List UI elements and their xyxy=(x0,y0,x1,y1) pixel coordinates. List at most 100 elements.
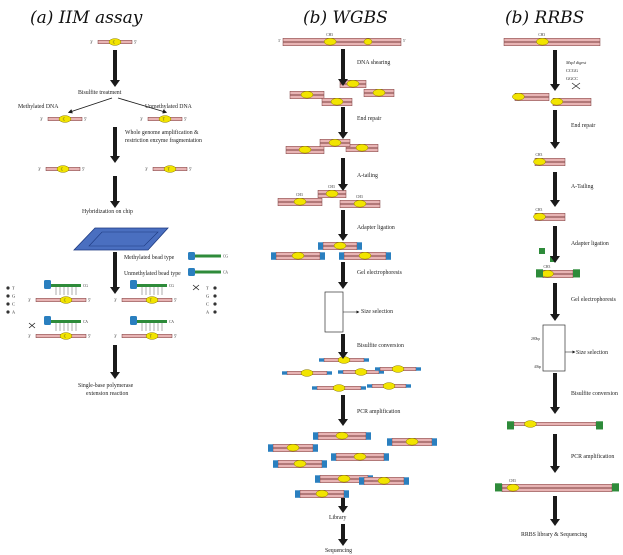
nucleotide-label: T xyxy=(206,286,209,291)
hybrid-target-strand: T3'5' xyxy=(114,296,177,304)
probe xyxy=(195,254,221,258)
adapter-right xyxy=(327,371,332,375)
end-label-5: 5' xyxy=(189,167,192,172)
step-sequencing: Sequencing xyxy=(325,548,352,554)
arrow-a-4-head xyxy=(110,287,120,294)
iim-amplified-c: C3'5' xyxy=(38,165,85,173)
cpg-site xyxy=(354,368,368,376)
iim-methylated-strand: C3'5' xyxy=(40,115,87,123)
label-methylated-dna: Methylated DNA xyxy=(18,104,59,110)
probe-base-label: CA xyxy=(83,320,88,324)
adapter-right xyxy=(364,358,369,362)
pcr-product xyxy=(273,460,327,468)
rrbs-converted xyxy=(507,420,603,430)
end-label-3: 3' xyxy=(28,298,31,303)
cpg-site xyxy=(405,438,419,446)
cpg-site xyxy=(346,80,360,88)
x-mark-right xyxy=(192,284,200,291)
arrow-b-5-head xyxy=(338,282,348,289)
arrow-b-3-head xyxy=(338,184,348,191)
site-label: T xyxy=(150,298,153,302)
adapter-left xyxy=(295,490,300,498)
adapter-right xyxy=(386,252,391,260)
step-bisulfite-treatment: Bisulfite treatment xyxy=(78,89,122,96)
site-label: C xyxy=(113,40,116,44)
cpg-site xyxy=(323,38,337,46)
probe xyxy=(51,320,81,323)
cpg-site xyxy=(59,332,73,340)
cpg-site xyxy=(315,490,329,498)
step-a-tailing: A-tailing xyxy=(357,173,378,179)
nucleotide-dot xyxy=(213,310,217,314)
cpg-site xyxy=(163,165,177,173)
ch3-label: CH3 xyxy=(544,265,551,269)
site-label: C xyxy=(64,334,67,338)
sheared-fragment xyxy=(321,98,353,106)
label-unmethylated-dna: Unmethylated DNA xyxy=(145,104,193,110)
adapter-right xyxy=(432,438,437,446)
pcr-product xyxy=(331,453,389,461)
cpg-site xyxy=(536,38,549,46)
arrow-a-3-head xyxy=(110,201,120,208)
cpg-site xyxy=(333,242,347,250)
adapter-right xyxy=(357,242,362,250)
adapter-right xyxy=(379,370,384,374)
ch3-label: CH3 xyxy=(536,153,543,157)
adapter-left xyxy=(315,475,320,483)
nucleotide-label: A xyxy=(12,310,16,315)
end-label-3: 3' xyxy=(28,334,31,339)
cpg-site xyxy=(291,252,305,260)
cpg-site xyxy=(337,356,351,364)
nucleotide-dot xyxy=(6,286,10,290)
panel-iim-assay: (a) IIM assay C3'5'C3'5'T3'5'C3'5'T3'5'C… xyxy=(6,8,228,397)
cpg-site xyxy=(335,432,349,440)
end-label-3: 3' xyxy=(38,167,41,172)
arrow-b-2-head xyxy=(338,132,348,139)
arrow-a-2-head xyxy=(110,156,120,163)
arrow-a-split-right xyxy=(117,97,168,114)
end-label-5: 5' xyxy=(184,117,187,122)
adapter-right xyxy=(404,477,409,485)
hybrid-target-strand: C3'5' xyxy=(28,296,91,304)
nucleotide-dot xyxy=(213,302,217,306)
adapter-left xyxy=(313,432,318,440)
bead xyxy=(130,316,137,325)
adapter-right xyxy=(361,386,366,390)
nucleotide-label: C xyxy=(12,302,15,307)
probe-base-label: CA xyxy=(169,320,174,324)
site-label: T xyxy=(163,117,166,121)
arrow-c-2-head xyxy=(550,142,560,149)
site-label: C xyxy=(63,117,66,121)
cpg-site xyxy=(337,475,351,483)
cpg-site xyxy=(58,115,72,123)
cpg-site xyxy=(286,444,300,452)
msp1-cut-mark xyxy=(571,82,581,90)
probe-base-label: CG xyxy=(169,284,174,288)
bead xyxy=(44,316,51,325)
panel-b-title: (b) WGBS xyxy=(303,8,388,28)
cpg-site xyxy=(293,198,307,206)
adapter-right xyxy=(406,384,411,388)
hybrid-target-strand: C3'5' xyxy=(28,332,91,340)
adapter-green-left xyxy=(495,483,502,492)
cpg-site xyxy=(506,484,520,492)
arrow-c-8-head xyxy=(550,519,560,526)
adapter-ligated-fragment xyxy=(271,252,325,260)
end-label-3: 3' xyxy=(140,117,143,122)
label-unmethylated-bead: Unmethylated bead type xyxy=(124,271,181,277)
cpg-site xyxy=(293,460,307,468)
arrow-b-4-head xyxy=(338,234,348,241)
cpg-site xyxy=(353,453,367,461)
adapter-right xyxy=(344,490,349,498)
step-end-repair: End repair xyxy=(357,116,381,122)
arrow-c-3-head xyxy=(550,200,560,207)
iim-amplified-t: T3'5' xyxy=(145,165,192,173)
sheared-fragment xyxy=(289,91,325,99)
adapter-green-right xyxy=(573,269,580,278)
ladder-top-label: 280bp xyxy=(531,337,540,341)
arrow-c-5-head xyxy=(550,314,560,321)
adapter-right xyxy=(313,444,318,452)
